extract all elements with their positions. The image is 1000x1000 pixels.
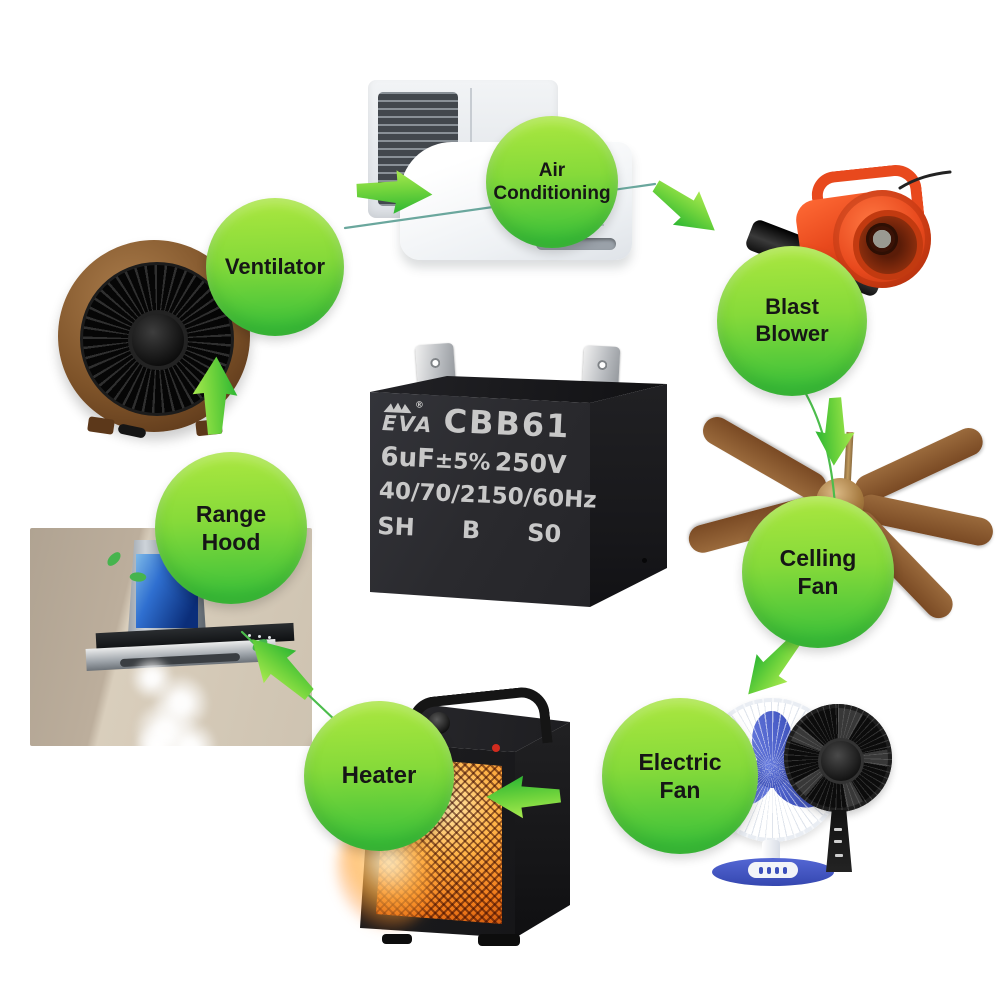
- blower-intake-hole: [866, 223, 898, 255]
- range-hood-button: [248, 634, 251, 637]
- badge-label-line: Range: [195, 500, 267, 527]
- capacitor-side-face: [590, 384, 667, 607]
- badge-label-line: Blast: [765, 294, 819, 320]
- fan-control: [834, 840, 842, 843]
- badge-range-hood: Range Hood: [155, 452, 307, 604]
- badge-heater: Heater: [304, 701, 454, 851]
- heater-foot: [382, 934, 412, 944]
- table-fan-buttons: [748, 862, 798, 878]
- badge-label-line: Heater: [341, 762, 417, 790]
- badge-electric-fan: Electric Fan: [602, 698, 758, 854]
- heater-indicator-light: [492, 744, 500, 752]
- eva-wings-icon: [383, 402, 412, 414]
- badge-ventilator: Ventilator: [206, 198, 344, 336]
- badge-label-line: Electric: [638, 748, 722, 775]
- blower-power-cord: [898, 170, 952, 190]
- badge-label-line: Fan: [659, 777, 701, 803]
- arrow-to-range-hood-icon: [252, 639, 314, 701]
- range-hood-button: [258, 635, 261, 638]
- badge-label-line: Ventilator: [224, 253, 326, 279]
- fan-button: [775, 866, 779, 874]
- fan-control: [834, 828, 842, 831]
- fan-control: [835, 854, 843, 857]
- range-hood-button: [268, 636, 271, 639]
- badge-celling-fan: Celling Fan: [742, 496, 894, 648]
- arrow-to-air-conditioner-icon: [356, 170, 433, 214]
- badge-blast-blower: Blast Blower: [717, 246, 867, 396]
- capacitor-brand-row: ® EVA CBB61: [382, 400, 583, 445]
- cbb61-capacitor: ® EVA CBB61 6uF ±5% 250V 40/70/21 50/60H…: [365, 340, 677, 625]
- steam-puff: [134, 724, 178, 746]
- capacitor-label: ® EVA CBB61 6uF ±5% 250V 40/70/21 50/60H…: [377, 400, 597, 549]
- arrow-to-ventilator-icon: [192, 356, 238, 435]
- fan-button: [759, 866, 763, 874]
- badge-label-line: Blower: [755, 321, 829, 346]
- ventilator-hub: [128, 310, 188, 370]
- badge-air-conditioning: Air Conditioning: [486, 116, 618, 248]
- arrow-to-heater-icon: [486, 775, 561, 819]
- eva-logo: ® EVA: [382, 400, 435, 437]
- arrow-to-electric-fan-icon: [748, 636, 801, 695]
- capacitor-side-hole: [642, 558, 647, 563]
- heater-side-face: [515, 722, 570, 938]
- pedestal-fan-hub: [818, 738, 864, 784]
- badge-label-line: Conditioning: [493, 183, 611, 204]
- arrow-to-ceiling-fan-icon: [815, 397, 855, 466]
- badge-label-line: Fan: [797, 573, 839, 599]
- badge-label-line: Celling: [779, 544, 857, 571]
- fan-button: [767, 866, 771, 874]
- badge-label-line: Hood: [201, 529, 261, 555]
- heater-foot: [478, 934, 520, 946]
- badge-label-line: Air: [538, 159, 566, 181]
- capacitor-front-face: [370, 392, 590, 607]
- arrow-ac-to-blower-icon: [652, 180, 715, 231]
- fan-button: [783, 866, 787, 874]
